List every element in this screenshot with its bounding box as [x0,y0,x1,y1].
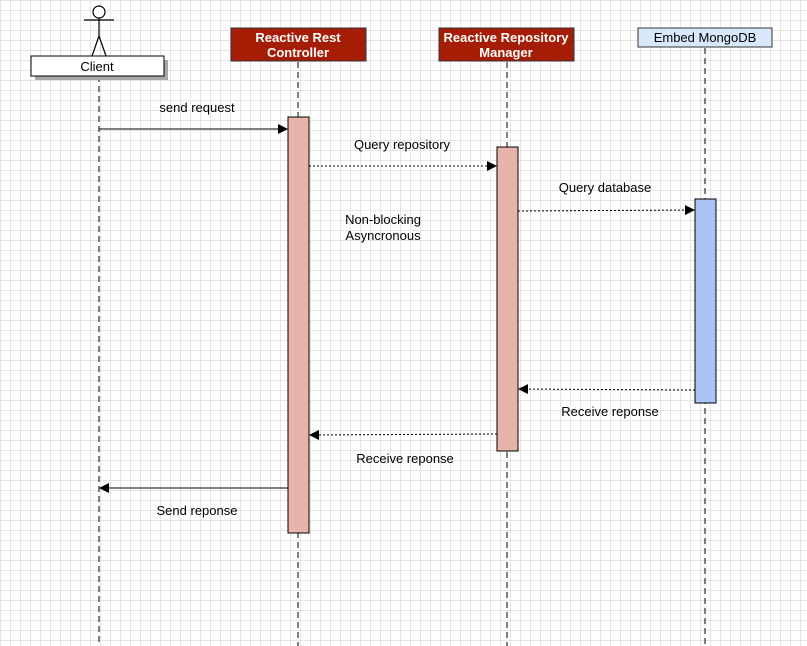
mongodb-activation [694,198,717,404]
receive-response-db-arrow [518,384,696,395]
query-repository-label: Query repository [354,137,451,152]
manager-participant: Reactive Repository Manager [438,27,575,62]
mongodb-label: Embed MongoDB [654,30,757,45]
receive-response-repo-label: Receive reponse [356,451,454,466]
note-line2: Asyncronous [345,228,421,243]
client-label: Client [80,59,114,74]
controller-participant: Reactive Rest Controller [230,27,367,62]
manager-label-line2: Manager [479,45,532,60]
controller-activation [287,116,310,534]
actor-icon [84,5,114,57]
receive-response-db-label: Receive reponse [561,404,659,419]
manager-label-line1: Reactive Repository [444,30,570,45]
controller-label-line1: Reactive Rest [255,30,341,45]
query-database-arrow [517,205,695,216]
query-database-label: Query database [559,180,652,195]
send-request-label: send request [159,100,235,115]
controller-label-line2: Controller [267,45,329,60]
manager-activation [496,146,519,452]
send-response-label: Send reponse [157,503,238,518]
mongodb-participant: Embed MongoDB [637,27,773,48]
receive-response-repo-arrow [309,429,498,440]
note-line1: Non-blocking [345,212,421,227]
client-participant: Client [30,55,168,80]
